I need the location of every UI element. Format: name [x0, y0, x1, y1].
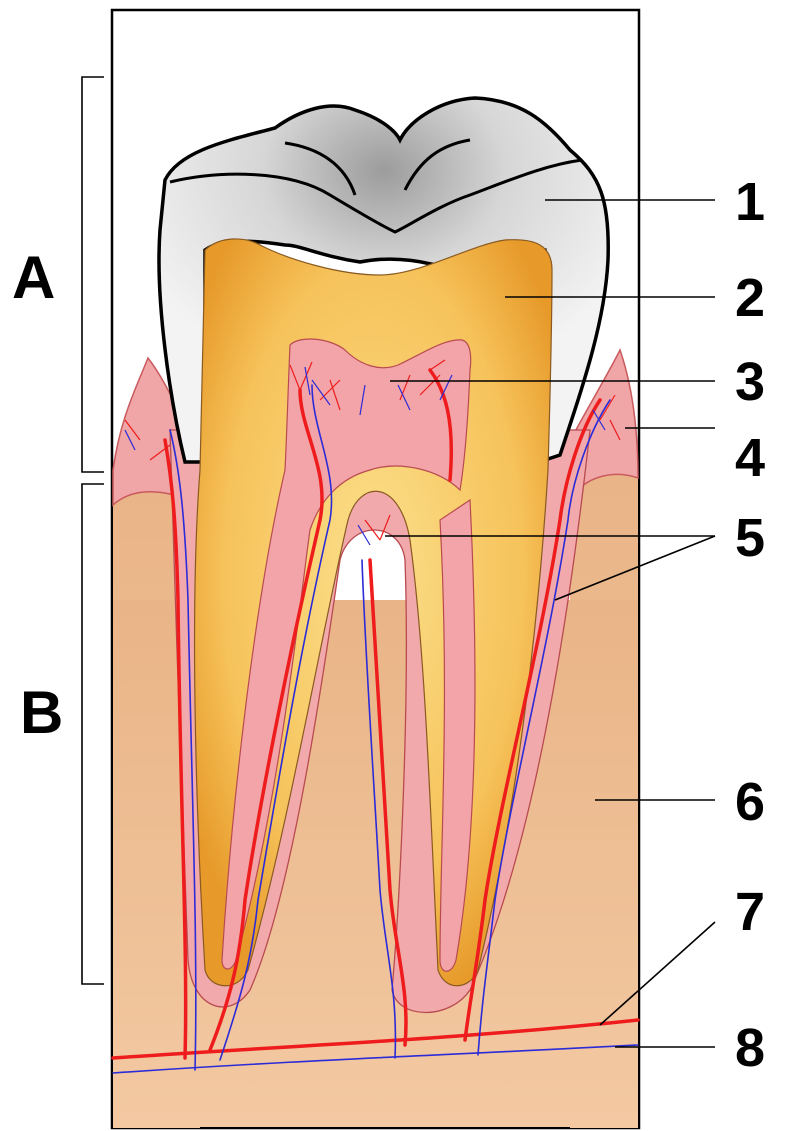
section-b-label: B [20, 679, 63, 746]
callout-8: 8 [735, 1018, 765, 1078]
callout-6: 6 [735, 772, 765, 832]
callout-3: 3 [735, 352, 765, 412]
bracket-b [82, 484, 104, 984]
section-a-label: A [12, 244, 55, 311]
callout-4: 4 [735, 428, 765, 488]
bracket-a [82, 77, 104, 472]
callout-1: 1 [735, 172, 765, 232]
callout-5: 5 [735, 508, 765, 568]
callout-7: 7 [735, 882, 765, 942]
callout-2: 2 [735, 268, 765, 328]
